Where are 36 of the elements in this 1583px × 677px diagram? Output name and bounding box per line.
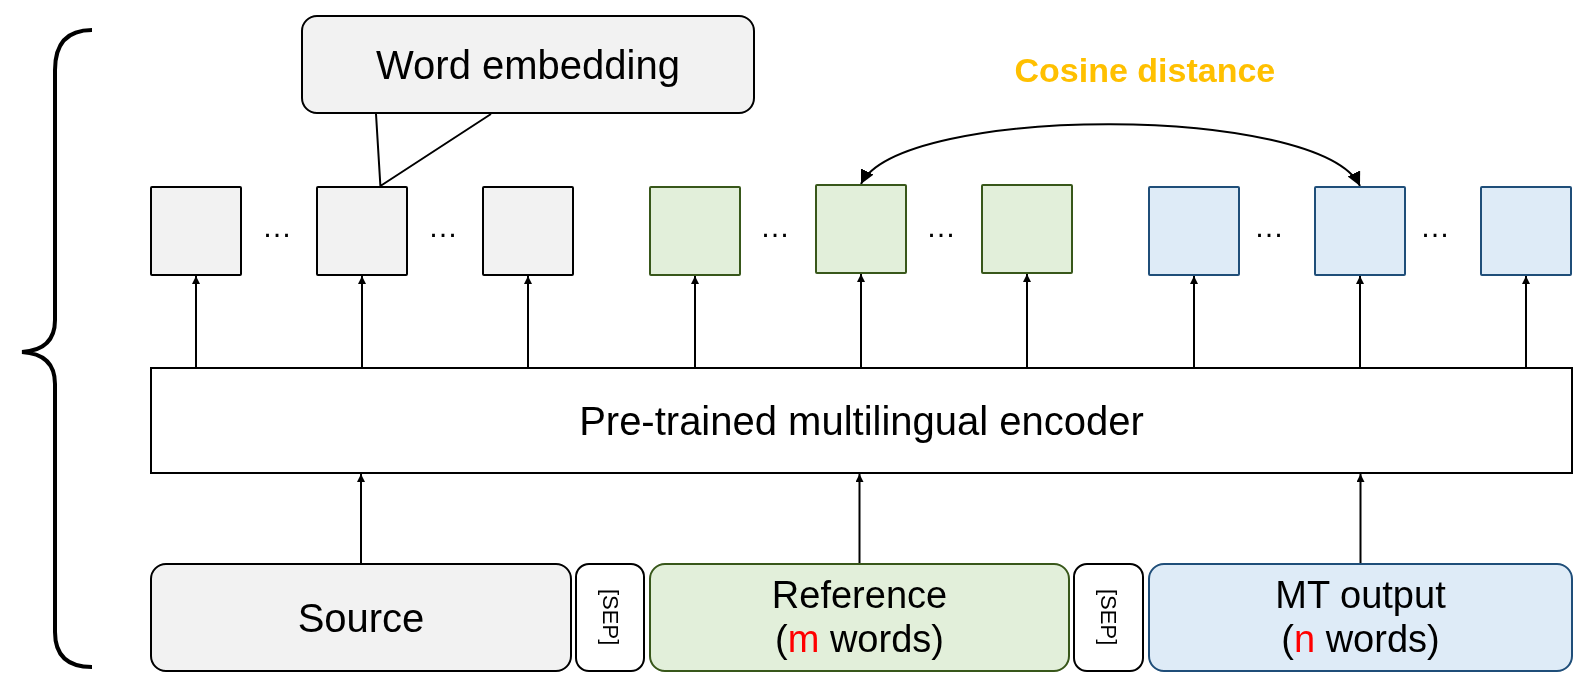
embedding-box bbox=[815, 184, 907, 274]
embedding-box bbox=[150, 186, 242, 276]
embedding-box bbox=[1314, 186, 1406, 276]
arrow bbox=[1356, 473, 1365, 564]
embedding-box bbox=[649, 186, 741, 276]
arrow bbox=[1023, 273, 1031, 368]
arrow bbox=[691, 275, 699, 368]
ellipsis: … bbox=[760, 212, 790, 242]
arrow bbox=[1522, 275, 1530, 368]
arrow bbox=[1356, 275, 1364, 368]
ellipsis: … bbox=[1420, 212, 1450, 242]
input-segment: MT output (n words) bbox=[1148, 563, 1573, 672]
arrow bbox=[192, 275, 200, 368]
double-arrow bbox=[860, 123, 1361, 187]
arrow bbox=[357, 473, 365, 564]
ellipsis: … bbox=[428, 212, 458, 242]
arrow bbox=[1190, 275, 1198, 368]
arrow bbox=[857, 273, 865, 368]
arrow bbox=[524, 275, 532, 368]
embedding-box bbox=[316, 186, 408, 276]
embedding-box bbox=[981, 184, 1073, 274]
embedding-box bbox=[1148, 186, 1240, 276]
encoder-block: Pre-trained multilingual encoder bbox=[150, 367, 1573, 474]
arrow bbox=[855, 473, 864, 564]
embedding-box bbox=[482, 186, 574, 276]
callout-bubble: Word embedding bbox=[301, 15, 755, 114]
input-segment: Reference (m words) bbox=[649, 563, 1070, 672]
separator-token: [SEP] bbox=[575, 563, 645, 672]
ellipsis: … bbox=[926, 212, 956, 242]
ellipsis: … bbox=[1254, 212, 1284, 242]
separator-token: [SEP] bbox=[1073, 563, 1144, 672]
ellipsis: … bbox=[262, 212, 292, 242]
arrow bbox=[358, 275, 366, 368]
embedding-box bbox=[1480, 186, 1572, 276]
input-segment: Source bbox=[150, 563, 572, 672]
leader-line bbox=[375, 113, 492, 187]
